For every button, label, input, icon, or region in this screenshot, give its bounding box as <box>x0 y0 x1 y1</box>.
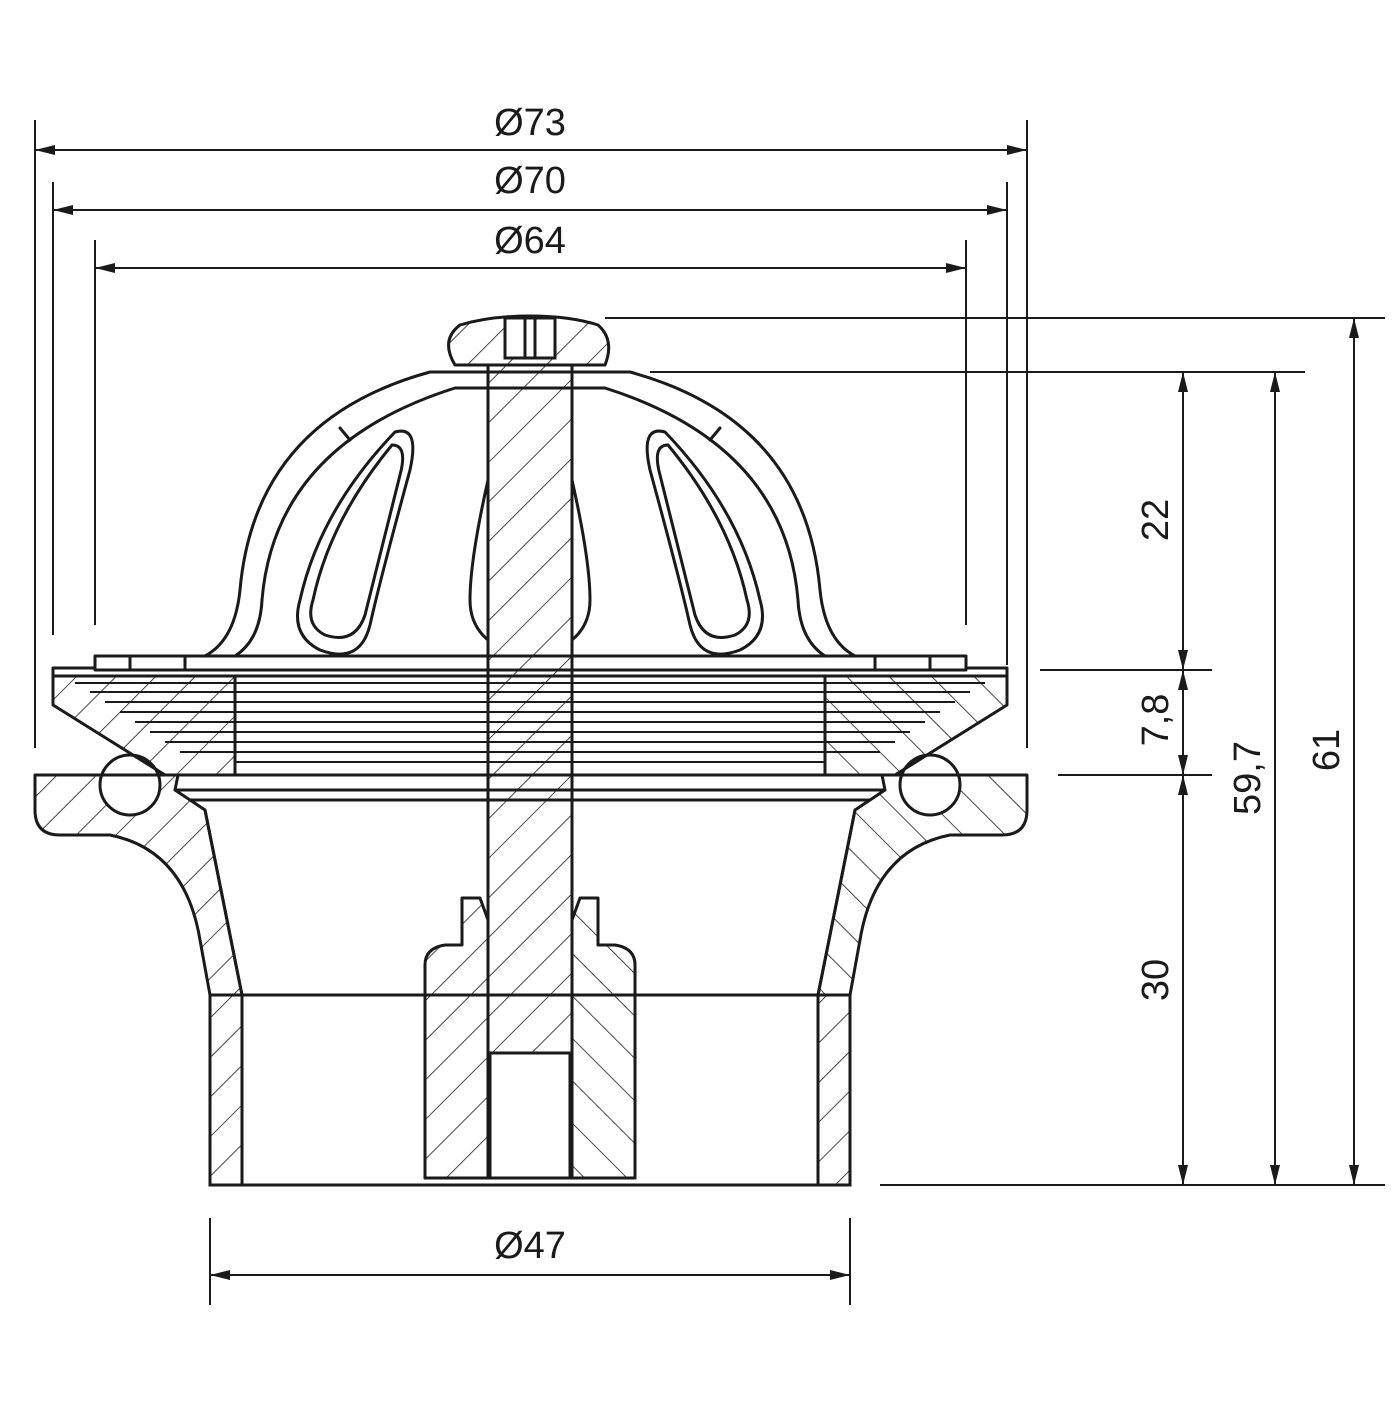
dimension-d73: Ø73 <box>34 102 1028 748</box>
dimension-h59-7: 59,7 <box>1227 372 1280 1185</box>
dome-slot-right <box>645 429 764 656</box>
dimension-label-h7-8: 7,8 <box>1135 694 1177 747</box>
dimension-d64: Ø64 <box>94 220 967 625</box>
dimension-label-h22: 22 <box>1135 499 1177 541</box>
dimension-label-h30: 30 <box>1135 959 1177 1001</box>
dimension-h30: 30 <box>1135 775 1188 1185</box>
dome-slot-left <box>296 429 415 656</box>
dimension-label-h59-7: 59,7 <box>1227 741 1269 815</box>
dimension-label-d47: Ø47 <box>494 1225 566 1267</box>
dimension-h22: 22 <box>1135 372 1188 670</box>
dimension-label-h61: 61 <box>1306 729 1348 771</box>
dimension-label-d73: Ø73 <box>494 102 566 144</box>
dimension-label-d70: Ø70 <box>494 160 566 202</box>
dimension-d70: Ø70 <box>52 160 1008 665</box>
dimension-h61: 61 <box>1306 318 1359 1185</box>
bottom-nut <box>423 896 637 1180</box>
dimension-h7-8: 7,8 <box>1135 670 1188 775</box>
central-bolt <box>447 314 611 1180</box>
dimension-d47: Ø47 <box>209 1218 851 1305</box>
dimension-label-d64: Ø64 <box>494 220 566 262</box>
